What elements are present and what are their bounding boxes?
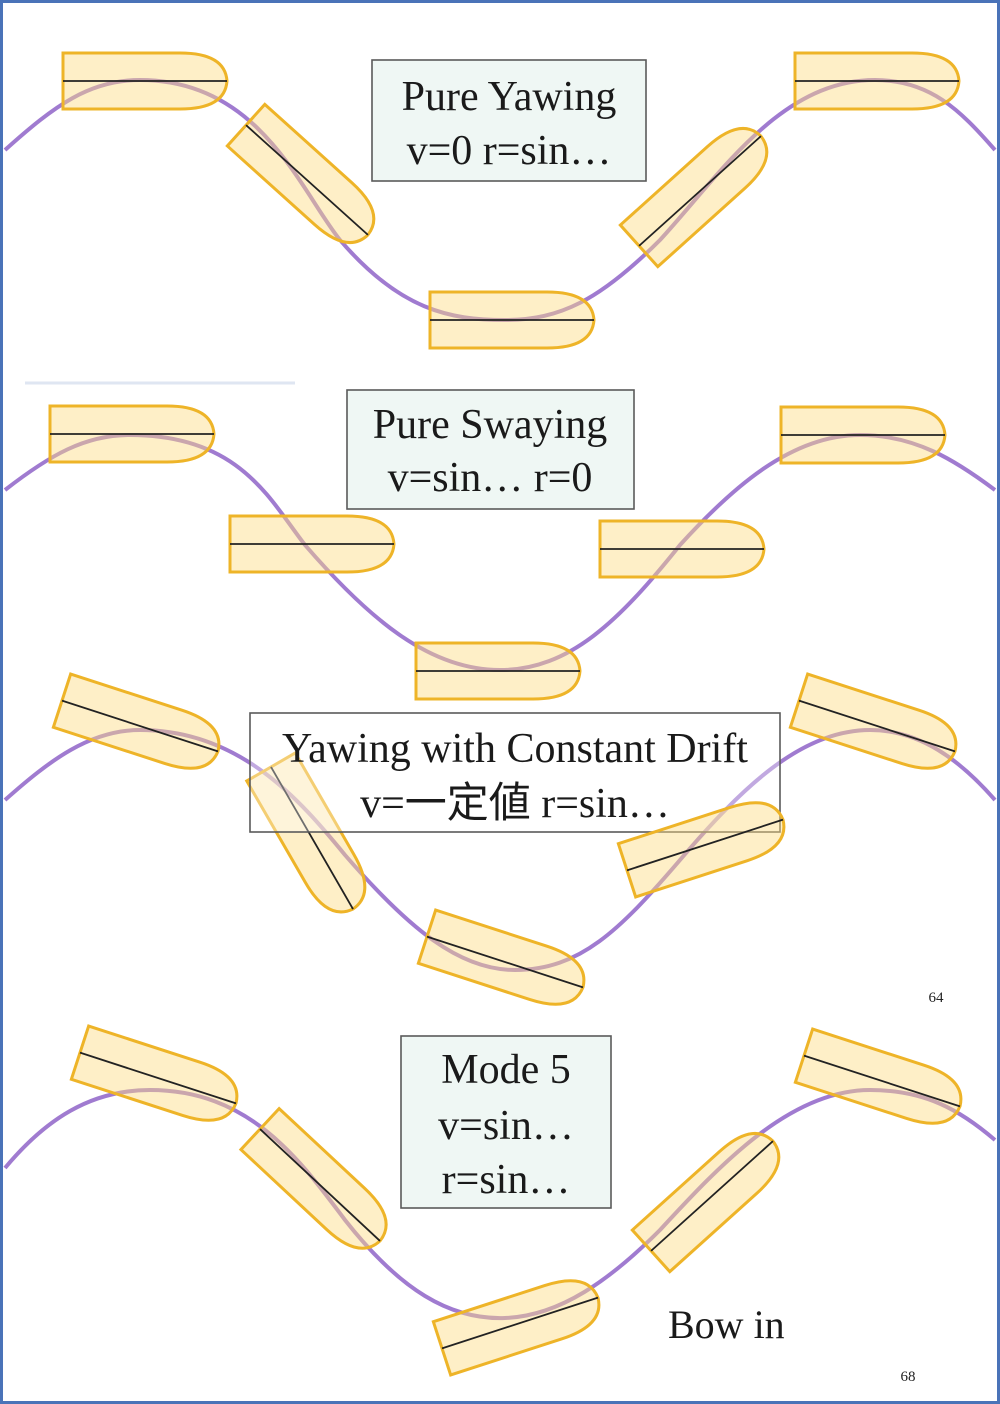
- panel-pure-yawing: Pure Yawing v=0 r=sin…: [3, 51, 997, 350]
- ship-hull: [788, 672, 958, 770]
- ship-hull: [225, 102, 376, 244]
- mode-formula-v: v=sin…: [438, 1103, 574, 1149]
- ship-hull: [618, 127, 769, 269]
- mode-title: Pure Yawing: [402, 74, 617, 120]
- ship-hull: [428, 290, 596, 350]
- mode-title: Mode 5: [441, 1047, 571, 1093]
- mode-label-box: [346, 389, 635, 510]
- mode-label-box: [400, 1035, 612, 1209]
- ship-hull: [69, 1024, 239, 1122]
- ship-hull: [238, 1106, 388, 1250]
- ship-hull: [228, 514, 396, 574]
- ship-hull: [416, 908, 586, 1006]
- ship-hull: [598, 519, 766, 579]
- ship-hull: [793, 1027, 963, 1125]
- bow-in-label: Bow in: [668, 1302, 785, 1347]
- mode-title: Pure Swaying: [373, 402, 608, 448]
- ship-hull: [61, 51, 229, 111]
- mode-formula-r: r=sin…: [442, 1157, 571, 1203]
- page-number: 68: [901, 1369, 916, 1385]
- ship-hull: [779, 405, 947, 465]
- mode-formula: v=sin… r=0: [388, 455, 593, 501]
- mode-formula: v=一定値 r=sin…: [360, 780, 670, 827]
- trajectory-wave: [3, 1087, 997, 1321]
- ship-hull: [414, 641, 582, 701]
- mode-label-box: [249, 712, 781, 833]
- ship-hull: [630, 1132, 781, 1274]
- panel-pure-swaying: Pure Swaying v=sin… r=0: [3, 389, 997, 701]
- mode-title: Yawing with Constant Drift: [282, 726, 748, 772]
- panel-mode-5: Mode 5 v=sin… r=sin… Bow in 68: [3, 1024, 997, 1385]
- ship-hull: [431, 1279, 601, 1377]
- ship-hull: [51, 672, 221, 770]
- panel-yawing-constant-drift: Yawing with Constant Drift v=一定値 r=sin… …: [3, 672, 997, 1006]
- ship-hull: [48, 404, 216, 464]
- mode-formula: v=0 r=sin…: [407, 128, 612, 174]
- ship-hull: [793, 51, 961, 111]
- page-number: 64: [929, 990, 945, 1006]
- ship-hull: [616, 801, 786, 899]
- mode-label-box: [371, 59, 647, 182]
